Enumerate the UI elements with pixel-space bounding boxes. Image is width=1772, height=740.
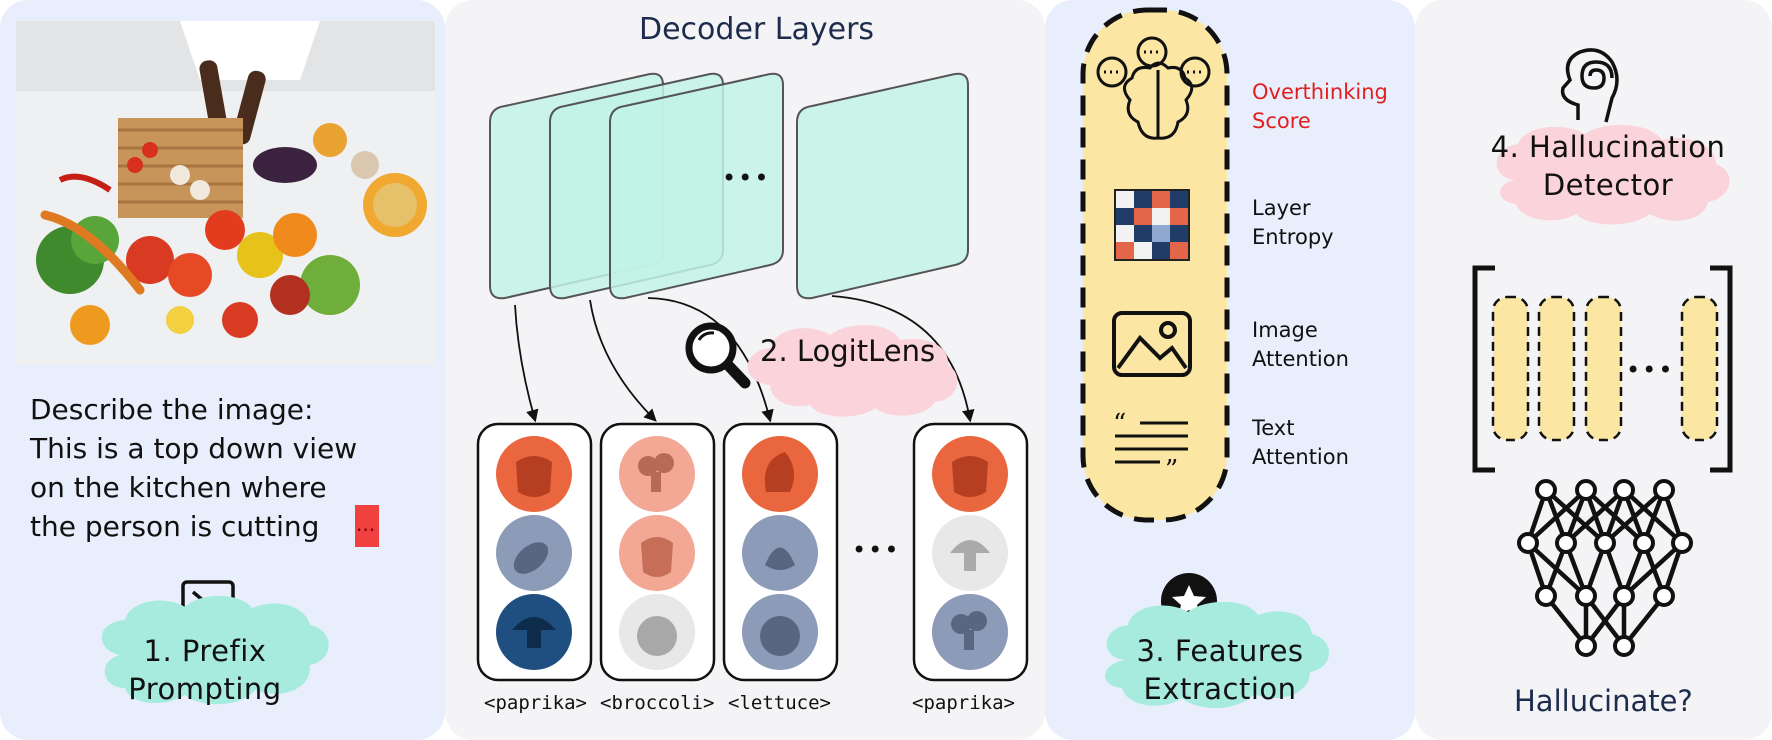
entropy-line2: Entropy [1252,225,1334,249]
cursor-highlight [355,505,379,547]
magnifier-icon [685,322,751,389]
token-box-2 [599,422,716,682]
text-line1: Text [1252,416,1295,440]
token-ellipsis: ••• [852,536,901,564]
text-attention-label: Text Attention [1252,414,1349,472]
head-spiral-icon [1560,48,1619,123]
image-line2: Attention [1252,347,1349,371]
entropy-line1: Layer [1252,196,1311,220]
token-label-1: <paprika> [484,692,587,714]
image-attention-label: Image Attention [1252,316,1349,374]
prefix-prompting-label-line2: Prompting [128,672,282,706]
overthinking-score-label: Overthinking Score [1252,78,1388,136]
svg-text:”: ” [1165,455,1178,485]
svg-text:“: “ [1113,409,1126,439]
hallucinate-question: Hallucinate? [1514,684,1693,718]
prompt-line-1: Describe the image: [30,393,314,426]
text-line2: Attention [1252,445,1349,469]
token-label-3: <lettuce> [728,692,831,714]
decoder-layer-n [796,72,969,300]
image-attention-icon [1112,311,1192,377]
prompt-line-3: on the kitchen where [30,471,327,504]
neural-network-icon [1517,479,1693,657]
layer-ellipsis: ••• [722,164,771,192]
detector-bracket [1472,265,1733,473]
prefix-prompting-label-line1: 1. Prefix [143,634,267,668]
token-box-3 [722,422,839,682]
hallucination-detector-label-line2: Detector [1542,168,1674,202]
prompt-line-4: the person is cutting [30,510,320,543]
features-extraction-label-line2: Extraction [1143,672,1297,706]
token-box-4 [912,422,1029,682]
cursor-text: ... [356,512,376,536]
overthinking-line2: Score [1252,109,1311,133]
features-extraction-label: 3. Features Extraction [1110,632,1330,708]
decoder-layers-title: Decoder Layers [639,12,875,47]
feature-capsule [1080,7,1230,523]
cloud-logitlens [747,324,958,417]
logitlens-label: 2. LogitLens [760,334,936,368]
image-line1: Image [1252,318,1318,342]
token-label-2: <broccoli> [600,692,715,714]
text-attention-icon: “ ” [1113,409,1188,485]
kitchen-photo [16,21,435,365]
decoder-layer-3 [609,72,784,300]
brain-thinking-icon [1096,36,1211,140]
slots-ellipsis: ••• [1626,356,1675,384]
token-label-4: <paprika> [912,692,1015,714]
cloud-hallucination-detector [1496,124,1730,225]
prompt-line-2: This is a top down view [30,432,358,465]
hallucination-detector-label: 4. Hallucination Detector [1480,128,1736,204]
cloud-features-extraction [1105,601,1330,709]
features-extraction-label-line1: 3. Features [1136,634,1304,668]
entropy-grid-icon [1114,189,1190,261]
overthinking-line1: Overthinking [1252,80,1388,104]
prefix-prompting-label: 1. Prefix Prompting [105,632,305,708]
decoder-layer-stack [489,72,969,300]
layer-entropy-label: Layer Entropy [1252,194,1334,252]
token-box-1 [476,422,593,682]
cloud-prefix-prompting [101,595,329,705]
detector-feature-slots [1491,295,1719,442]
hallucination-detector-label-line1: 4. Hallucination [1490,130,1726,164]
